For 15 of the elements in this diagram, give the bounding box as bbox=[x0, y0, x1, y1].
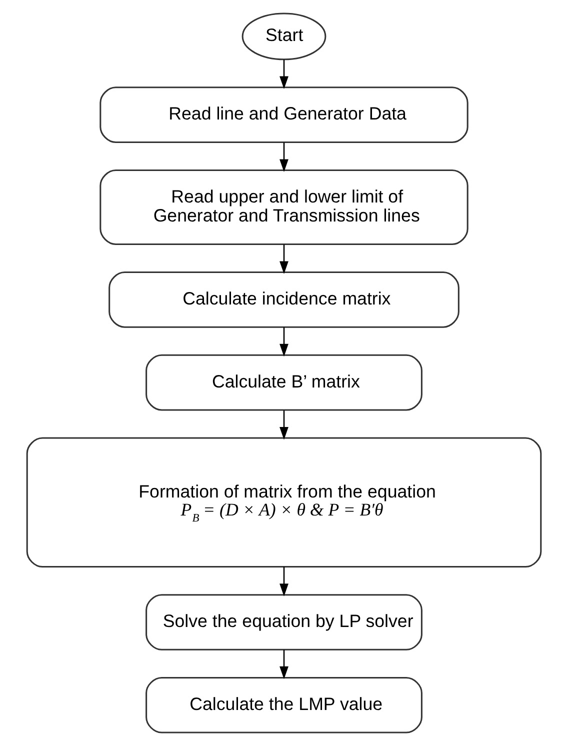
node-box: Read line and Generator Data bbox=[99, 86, 468, 143]
node-box: Calculate incidence matrix bbox=[108, 272, 459, 328]
arrow bbox=[279, 60, 288, 89]
arrow bbox=[279, 244, 288, 274]
arrow bbox=[279, 650, 288, 680]
node-box: Read upper and lower limit of Generator and Transmission lines bbox=[99, 170, 468, 245]
arrow bbox=[279, 410, 288, 440]
node-ellipse: Start bbox=[241, 12, 326, 60]
node-box: Formation of matrix from the equation P$_{B}$ = (D × A) × θ & P = B′θ bbox=[26, 437, 542, 568]
arrow bbox=[279, 327, 288, 357]
arrow bbox=[279, 142, 288, 172]
node-box: Calculate the LMP value bbox=[145, 676, 422, 734]
arrow bbox=[279, 566, 288, 596]
node-box: Calculate B’ matrix bbox=[145, 354, 422, 411]
node-box: Solve the equation by LP solver bbox=[145, 594, 422, 650]
